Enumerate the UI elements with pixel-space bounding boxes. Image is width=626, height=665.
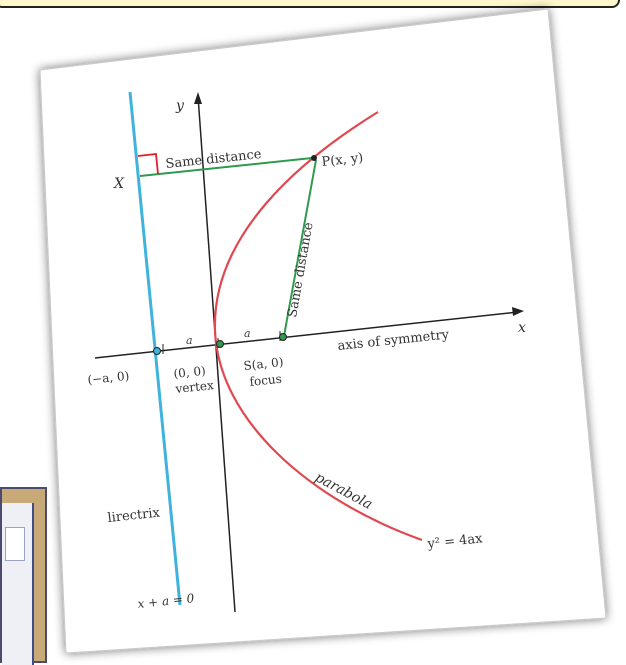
focus-point-label: S(a, 0) xyxy=(243,355,284,373)
directrix-equation-label: x + a = 0 xyxy=(137,591,195,611)
y-axis xyxy=(197,95,236,613)
distance-line-slanted xyxy=(283,159,317,337)
point-p-label: P(x, y) xyxy=(321,151,364,170)
point-p xyxy=(311,155,317,161)
directrix-label: lirectrix xyxy=(107,506,161,526)
x-axis-arrow xyxy=(512,307,524,316)
x-axis xyxy=(94,311,519,359)
y-axis-arrow xyxy=(194,92,202,104)
x-axis-label: x xyxy=(518,320,526,336)
focus-label: focus xyxy=(249,372,283,389)
diagram-card xyxy=(39,8,607,654)
vertex-label: vertex xyxy=(174,378,215,396)
point-x-label: X xyxy=(113,176,125,192)
distance-line-horizontal xyxy=(139,157,313,177)
a-left-label: a xyxy=(186,334,193,347)
equation-label: y² = 4ax xyxy=(426,531,484,552)
parabola-curve xyxy=(213,111,423,542)
point-vertex xyxy=(216,340,224,348)
right-angle-marker xyxy=(137,153,159,175)
point-focus xyxy=(279,333,287,341)
a-right-label: a xyxy=(244,327,251,340)
side-frame-box xyxy=(5,527,25,561)
y-axis-label: y xyxy=(175,98,185,114)
side-frame xyxy=(0,487,47,665)
origin-label: (0, 0) xyxy=(173,364,207,381)
side-frame-panel xyxy=(2,503,34,665)
point-minus-a xyxy=(153,347,161,355)
minus-a-label: (−a, 0) xyxy=(87,369,130,387)
